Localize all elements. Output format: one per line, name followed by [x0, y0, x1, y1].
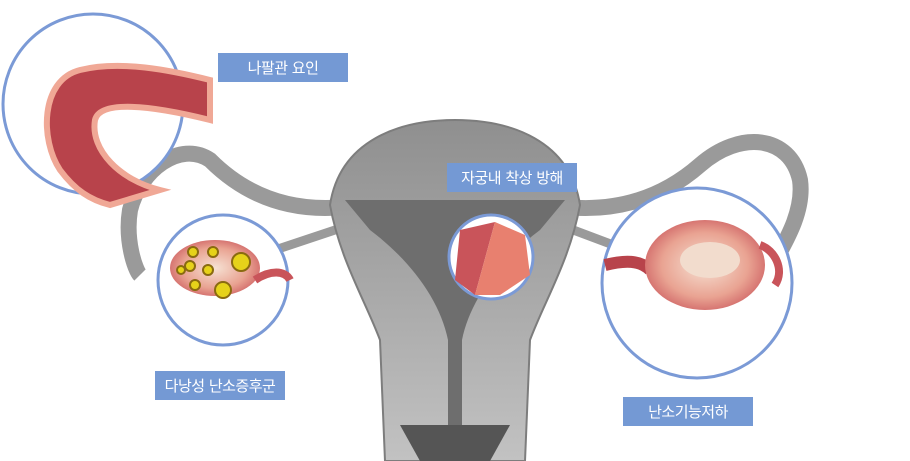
ovarian-decline-label: 난소기능저하 [623, 397, 753, 426]
right-fallopian-tube [548, 134, 809, 274]
tubal-zoom-circle [1, 12, 213, 209]
left-fallopian-tube [120, 145, 362, 281]
tubal-factor-label: 나팔관 요인 [218, 53, 348, 82]
implantation-zoom-circle [447, 213, 535, 301]
implantation-label: 자궁내 착상 방해 [447, 163, 577, 192]
pcos-label: 다낭성 난소증후군 [155, 371, 285, 400]
ovarian-zoom-circle [600, 186, 794, 380]
pcos-zoom-circle [156, 213, 294, 347]
